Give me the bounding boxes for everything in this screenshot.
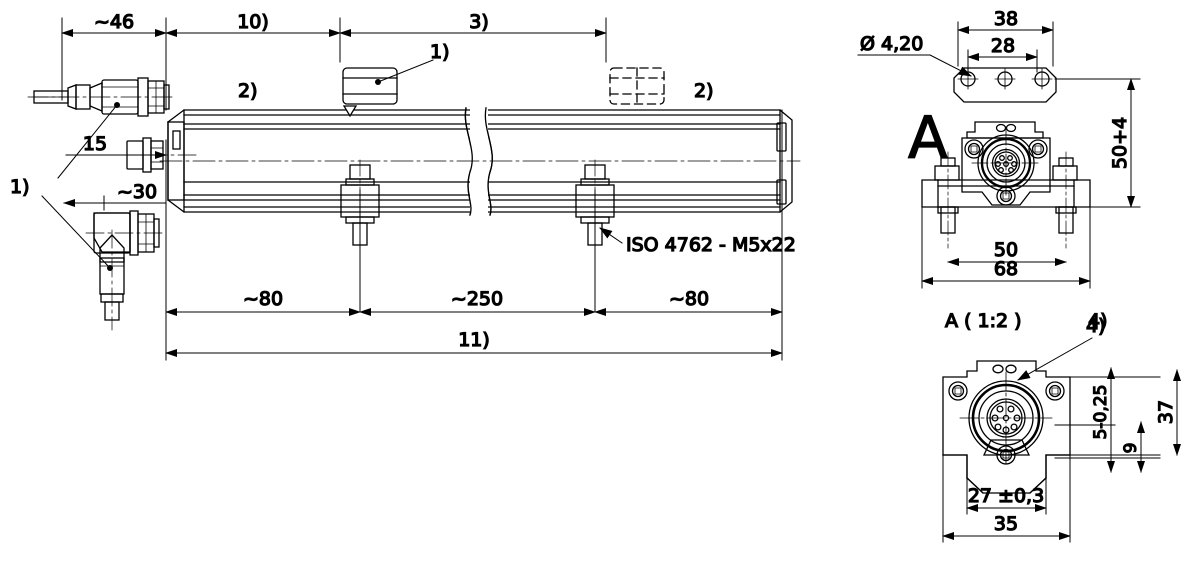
callout-leader-hole-dia: [857, 54, 972, 77]
dim-center-mount: ~250: [451, 288, 503, 310]
dim-27-label: 27 ±0,3: [968, 485, 1044, 507]
bottom-torx-left: [948, 381, 968, 401]
callout-label-4: 4): [1086, 315, 1106, 337]
magnet-solid: [342, 67, 398, 105]
bottom-view-body: [942, 360, 1071, 494]
view-a-caption: A ( 1:2 ): [945, 310, 1022, 332]
m12-connector-bottom-view: [959, 371, 1053, 465]
dim-30-label: ~30: [117, 181, 157, 203]
side-fitting-upper: [119, 137, 201, 173]
view-a-letter: A: [908, 104, 948, 172]
dim-68-label: 68: [994, 258, 1018, 280]
callout-label-1-upper: 1): [10, 176, 30, 198]
dim-50-label: 50: [994, 239, 1018, 261]
callout-label-2-right: 2): [694, 80, 714, 102]
view-a-mounting-bracket: [921, 151, 1091, 249]
dim-28-label: 28: [991, 35, 1015, 57]
callout-leader-angled-connector: [41, 195, 113, 271]
break-line: [464, 107, 493, 216]
callout-label-2-left: 2): [238, 80, 258, 102]
mounting-clamp-left: [340, 159, 380, 313]
dim-50plus4-label: 50+4: [1109, 117, 1131, 169]
callout-label-1-magnet: 1): [430, 41, 450, 63]
dim-total-length: 11): [458, 329, 490, 351]
dim-38: [957, 21, 1054, 67]
dim-connector-length: ~46: [94, 11, 134, 33]
dim-27: [966, 477, 1047, 515]
dim-left-mount: ~80: [243, 288, 283, 310]
dim-30: [63, 195, 167, 211]
torx-screw-right: [1028, 139, 1048, 159]
dim-5-0-25-label: 5-0,25: [1091, 385, 1111, 440]
dim-35-label: 35: [994, 513, 1018, 535]
dim-9-label: 9: [1121, 443, 1141, 454]
m12-connector-view-a: [971, 128, 1041, 198]
callout-leader-bottom-view: [1017, 337, 1093, 381]
dim-hole-diameter-label: Ø 4,20: [860, 33, 923, 55]
dim-37-label: 37: [1155, 400, 1177, 424]
dim-35: [942, 454, 1071, 543]
dim-right-mount: ~80: [669, 288, 709, 310]
callout-leader-connector: [57, 102, 120, 179]
view-a-sensor-head: [961, 121, 1051, 206]
dim-68: [921, 206, 1091, 289]
dim-15-label: 15: [83, 133, 107, 155]
dim-note-3: 3): [469, 11, 489, 33]
bottom-torx-right: [1045, 381, 1065, 401]
torx-screw-left: [964, 139, 984, 159]
dim-note-10: 10): [237, 11, 269, 33]
magnet-phantom: [609, 67, 665, 105]
callout-leader-screw: [599, 227, 623, 244]
mounting-plate: [953, 67, 1057, 103]
screw-spec-label: ISO 4762 - M5x22: [626, 234, 796, 256]
magnet-position-marker: [342, 105, 358, 118]
angled-connector-assembly: [85, 210, 167, 331]
view-a-caption-note: 4): [1088, 310, 1108, 332]
callout-leader-magnet: [375, 59, 434, 85]
dim-38-label: 38: [994, 8, 1018, 30]
straight-connector-assembly: [27, 77, 176, 117]
dim-chain-bottom: [165, 308, 783, 357]
mounting-clamp-right: [575, 159, 615, 313]
